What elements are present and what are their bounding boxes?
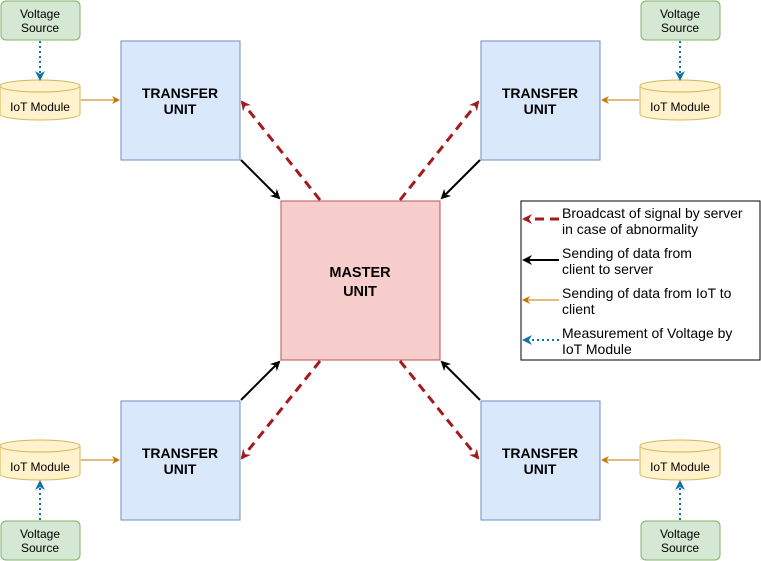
voltage-label-line2: Source [661,541,699,555]
broadcast-arrow [398,100,480,201]
legend-item-2-line1: Sending of data from [562,245,692,261]
transfer-unit-top-left: TRANSFER UNIT [120,40,241,161]
legend-item-4-line2: IoT Module [562,341,632,357]
iot-module-label: IoT Module [10,100,70,114]
master-label-line1: MASTER [329,265,391,281]
iot-module-top-right: IoT Module [639,79,721,121]
transfer-label-line1: TRANSFER [502,445,578,461]
voltage-source-top-left: Voltage Source [0,0,81,41]
master-unit: MASTER UNIT [280,200,441,361]
voltage-label-line2: Source [21,21,59,35]
voltage-source-bottom-right: Voltage Source [640,520,721,561]
client-to-server-arrow [440,159,481,200]
voltage-source-top-right: Voltage Source [640,0,721,41]
voltage-label-line1: Voltage [660,7,700,21]
client-to-server-arrow [240,159,281,200]
transfer-label-line2: UNIT [524,101,557,117]
iot-module-bottom-left: IoT Module [0,439,81,481]
transfer-label-line2: UNIT [164,101,197,117]
transfer-label-line1: TRANSFER [502,85,578,101]
voltage-source-bottom-left: Voltage Source [0,520,81,561]
legend-item-1-line2: in case of abnormality [562,221,698,237]
iot-module-label: IoT Module [650,100,710,114]
voltage-label-line2: Source [661,21,699,35]
legend-item-2-line2: client to server [562,261,653,277]
iot-module-top-left: IoT Module [0,79,81,121]
iot-module-label: IoT Module [650,460,710,474]
client-to-server-arrow [440,360,481,401]
voltage-label-line1: Voltage [20,527,60,541]
legend: Broadcast of signal by server in case of… [520,200,761,361]
legend-item-4-line1: Measurement of Voltage by [562,325,732,341]
transfer-unit-bottom-right: TRANSFER UNIT [480,400,601,521]
legend-item-3-line2: client [562,301,595,317]
transfer-label-line1: TRANSFER [142,445,218,461]
transfer-label-line2: UNIT [164,461,197,477]
voltage-label-line1: Voltage [20,7,60,21]
broadcast-arrow [240,360,322,460]
legend-item-1-line1: Broadcast of signal by server [562,205,743,221]
client-to-server-arrow [240,360,281,401]
broadcast-arrow [240,100,322,201]
voltage-label-line2: Source [21,541,59,555]
legend-item-3-line1: Sending of data from IoT to [562,285,732,301]
broadcast-arrow [398,360,480,460]
iot-module-bottom-right: IoT Module [639,439,721,481]
transfer-unit-bottom-left: TRANSFER UNIT [120,400,241,521]
transfer-label-line2: UNIT [524,461,557,477]
iot-module-label: IoT Module [10,460,70,474]
transfer-unit-top-right: TRANSFER UNIT [480,40,601,161]
master-label-line2: UNIT [343,284,377,300]
transfer-label-line1: TRANSFER [142,85,218,101]
voltage-label-line1: Voltage [660,527,700,541]
